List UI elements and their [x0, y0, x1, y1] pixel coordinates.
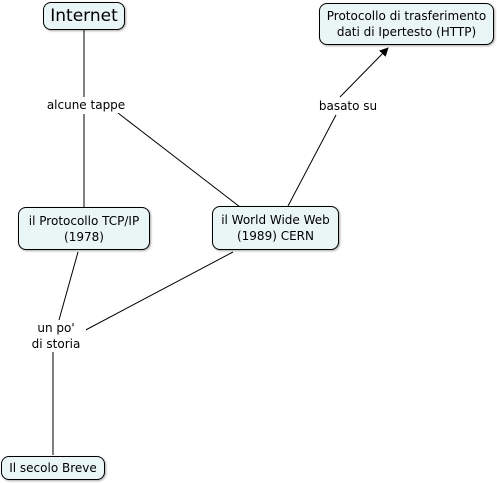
link-label-alcune-tappe: alcune tappe — [42, 97, 130, 113]
node-internet[interactable]: Internet — [43, 2, 125, 30]
node-secolo-breve[interactable]: Il secolo Breve — [1, 456, 105, 480]
link-label-basato-su: basato su — [314, 98, 382, 114]
link-label-storia: un po' di storia — [26, 320, 86, 352]
link-www-storia — [79, 251, 234, 334]
node-http[interactable]: Protocollo di trasferimento dati di Iper… — [319, 3, 494, 45]
link-basato-su-http — [339, 47, 389, 98]
node-tcpip[interactable]: il Protocollo TCP/IP (1978) — [18, 207, 150, 250]
link-tcpip-storia — [58, 251, 79, 321]
link-alcune-tappe-www — [117, 112, 241, 208]
node-www[interactable]: il World Wide Web (1989) CERN — [212, 206, 339, 250]
link-www-basato-su — [287, 114, 337, 207]
